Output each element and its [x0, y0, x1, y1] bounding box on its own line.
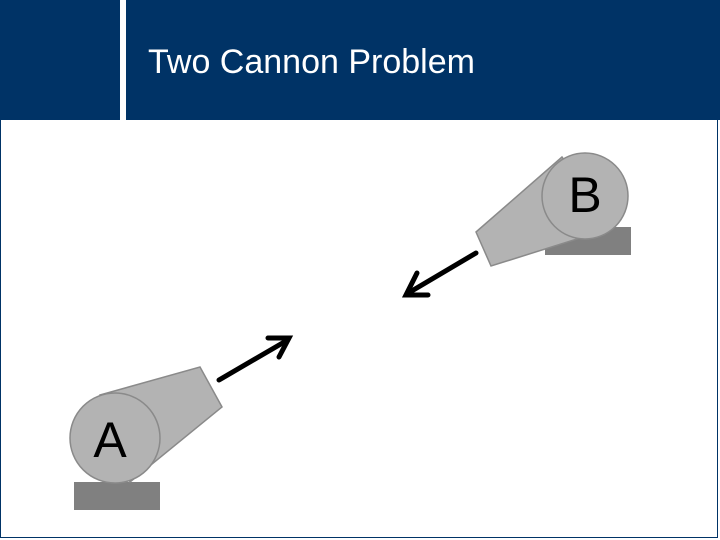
cannon-a: A — [69, 366, 223, 510]
cannon-a-base — [74, 482, 160, 510]
cannon-b-body — [541, 152, 629, 240]
slide-title: Two Cannon Problem — [148, 43, 475, 81]
arrow-from-b — [401, 250, 479, 298]
slide-frame — [0, 120, 718, 538]
cannon-a-body — [69, 392, 161, 484]
cannon-a-label: A — [93, 412, 127, 468]
cannon-b: B — [475, 152, 631, 267]
arrow-from-a — [216, 335, 294, 383]
header-left-block — [0, 0, 120, 120]
cannon-b-label: B — [568, 167, 601, 223]
header-divider — [120, 0, 126, 120]
